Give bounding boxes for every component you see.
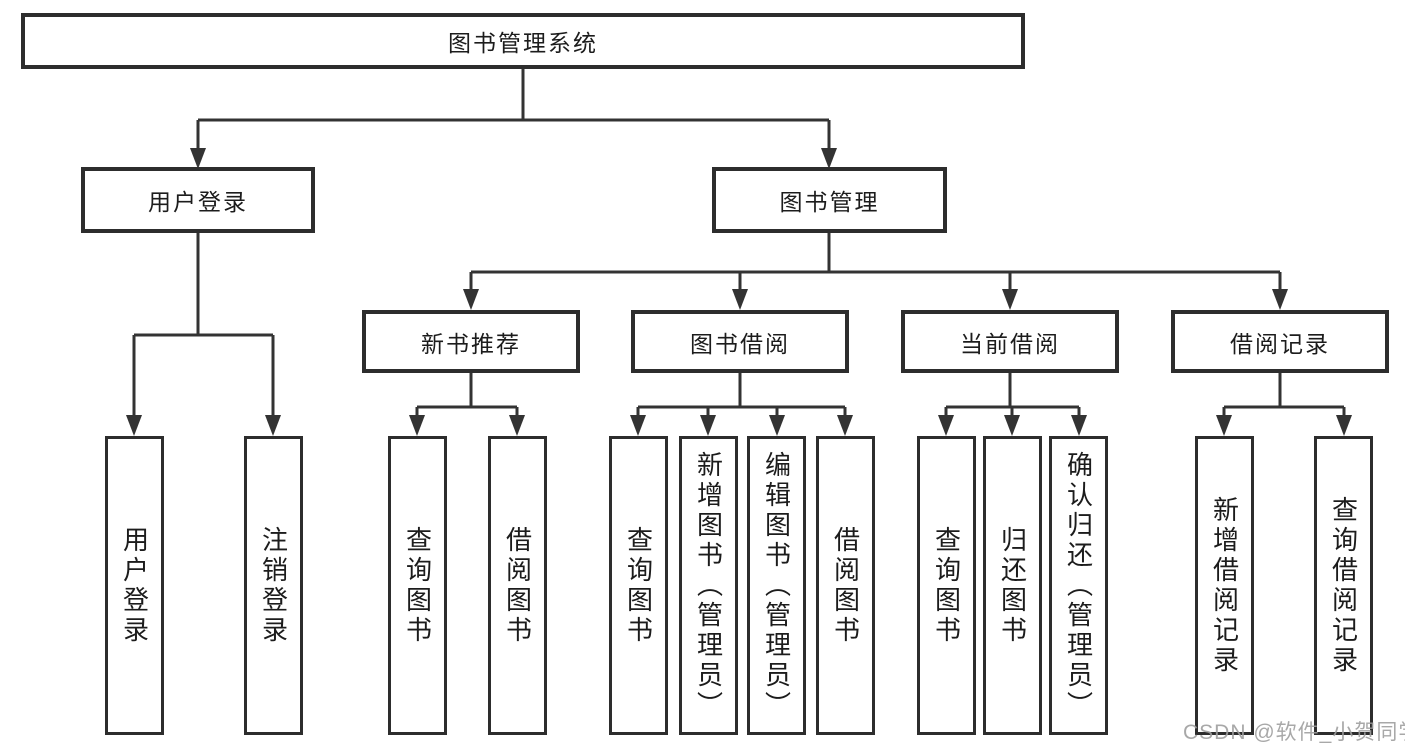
arrowhead xyxy=(1002,289,1018,310)
arrowhead xyxy=(732,289,748,310)
connector-borrowing-to-leaves xyxy=(636,373,847,415)
node-label: 新书推荐 xyxy=(421,330,521,357)
arrowhead xyxy=(938,415,954,436)
node-library-system: 图书管理系统 xyxy=(21,13,1025,69)
arrowhead xyxy=(837,415,853,436)
leaf-confirm-return-admin: 确认归还（管理员） xyxy=(1049,436,1108,735)
node-book-borrowing: 图书借阅 xyxy=(631,310,849,373)
node-label: 当前借阅 xyxy=(960,330,1060,357)
node-user-login: 用户登录 xyxy=(81,167,315,233)
arrowhead xyxy=(126,415,142,436)
csdn-watermark: CSDN @软件_小贺同学 xyxy=(1183,721,1405,744)
node-label: 用户登录 xyxy=(148,189,248,215)
arrowhead xyxy=(509,415,525,436)
arrowhead xyxy=(463,289,479,310)
leaf-query-borrow-record: 查询借阅记录 xyxy=(1314,436,1373,735)
node-label: 新增图书（管理员） xyxy=(693,450,724,721)
node-label: 注销登录 xyxy=(258,525,289,646)
connector-bookmgmt-to-level3 xyxy=(469,233,1282,289)
arrowhead xyxy=(821,148,837,169)
node-label: 查询借阅记录 xyxy=(1328,495,1359,676)
node-label: 借阅图书 xyxy=(830,525,861,646)
node-label: 用户登录 xyxy=(119,525,150,646)
connector-current-to-leaves xyxy=(944,373,1081,415)
arrowhead xyxy=(1004,415,1020,436)
node-label: 归还图书 xyxy=(997,525,1028,646)
leaf-user-login: 用户登录 xyxy=(105,436,164,735)
node-label: 图书借阅 xyxy=(690,330,790,357)
arrowhead xyxy=(769,415,785,436)
arrowhead xyxy=(190,148,206,169)
node-label: 查询图书 xyxy=(931,525,962,646)
arrowhead xyxy=(1216,415,1232,436)
leaf-borrow-books: 借阅图书 xyxy=(488,436,547,735)
connector-userlogin-to-leaves xyxy=(132,233,275,415)
node-label: 查询图书 xyxy=(402,525,433,646)
node-label: 图书管理系统 xyxy=(448,30,598,56)
connector-records-to-leaves xyxy=(1222,373,1346,415)
node-borrowing-records: 借阅记录 xyxy=(1171,310,1389,373)
node-current-borrowing: 当前借阅 xyxy=(901,310,1119,373)
arrowhead xyxy=(1336,415,1352,436)
node-label: 查询图书 xyxy=(623,525,654,646)
node-label: 确认归还（管理员） xyxy=(1063,450,1094,721)
node-label: 编辑图书（管理员） xyxy=(761,450,792,721)
arrowhead xyxy=(630,415,646,436)
leaf-edit-books-admin: 编辑图书（管理员） xyxy=(747,436,806,735)
leaf-query-books: 查询图书 xyxy=(609,436,668,735)
leaf-logout: 注销登录 xyxy=(244,436,303,735)
arrowhead xyxy=(409,415,425,436)
node-label: 新增借阅记录 xyxy=(1209,495,1240,676)
node-label: 图书管理 xyxy=(779,189,880,215)
arrowhead xyxy=(1071,415,1087,436)
arrowhead xyxy=(265,415,281,436)
arrowhead xyxy=(700,415,716,436)
connector-root-to-level2 xyxy=(196,69,831,148)
connector-newbooks-to-leaves xyxy=(415,373,519,415)
leaf-query-books: 查询图书 xyxy=(917,436,976,735)
node-label: 借阅记录 xyxy=(1230,330,1330,357)
leaf-return-books: 归还图书 xyxy=(983,436,1042,735)
node-book-management: 图书管理 xyxy=(712,167,947,233)
node-label: 借阅图书 xyxy=(502,525,533,646)
leaf-query-books: 查询图书 xyxy=(388,436,447,735)
node-new-book-recommend: 新书推荐 xyxy=(362,310,580,373)
arrowhead xyxy=(1272,289,1288,310)
leaf-borrow-books: 借阅图书 xyxy=(816,436,875,735)
leaf-add-borrow-record: 新增借阅记录 xyxy=(1195,436,1254,735)
leaf-add-books-admin: 新增图书（管理员） xyxy=(679,436,738,735)
